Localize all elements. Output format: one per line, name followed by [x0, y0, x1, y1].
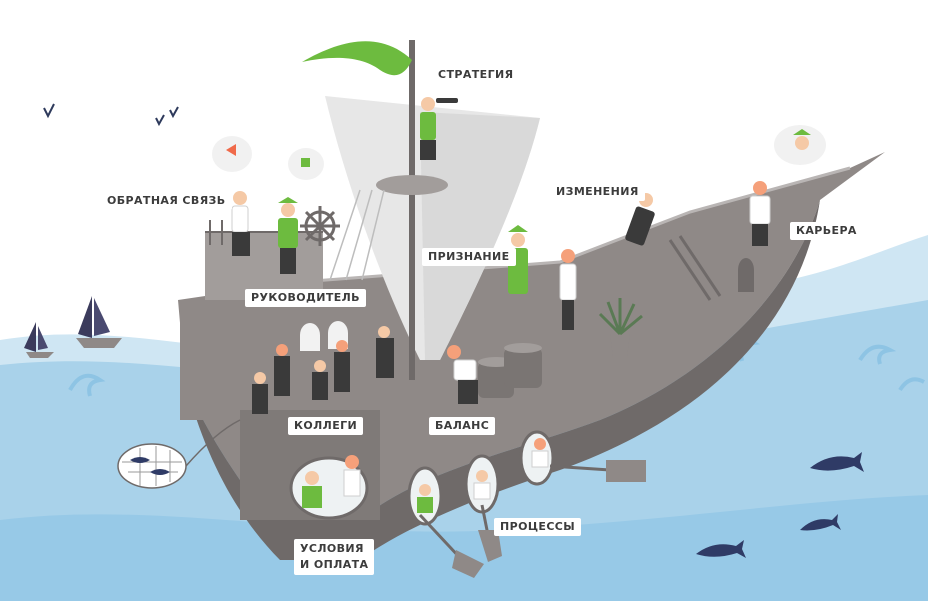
- label-strategy: СТРАТЕГИЯ: [432, 66, 520, 84]
- label-conditions-line2: И ОПЛАТА: [300, 558, 369, 571]
- helm-wheel-icon: [300, 206, 340, 246]
- oar-icon: [418, 460, 646, 578]
- label-balance: БАЛАНС: [429, 417, 496, 435]
- mast: [325, 40, 540, 380]
- flag-icon: [302, 41, 412, 76]
- seagull-icon: [43, 103, 179, 127]
- label-feedback: ОБРАТНАЯ СВЯЗЬ: [101, 192, 232, 210]
- label-conditions: УСЛОВИЯ И ОПЛАТА: [294, 539, 375, 575]
- label-career: КАРЬЕРА: [790, 222, 863, 240]
- barrel-icon: [478, 343, 542, 398]
- crew-figures: [231, 97, 771, 513]
- telescope-icon: [436, 98, 458, 103]
- label-recognition: ПРИЗНАНИЕ: [422, 248, 516, 266]
- sailboat-icon: [24, 296, 122, 358]
- speech-bubble-icon: [212, 125, 826, 180]
- label-colleagues: КОЛЛЕГИ: [288, 417, 364, 435]
- label-changes: ИЗМЕНЕНИЯ: [550, 183, 645, 201]
- label-conditions-line1: УСЛОВИЯ: [300, 542, 364, 555]
- label-processes: ПРОЦЕССЫ: [494, 518, 582, 536]
- label-manager: РУКОВОДИТЕЛЬ: [245, 289, 366, 307]
- plant-icon: [598, 298, 643, 358]
- fish-icon: [696, 452, 864, 558]
- net-icon: [117, 419, 241, 489]
